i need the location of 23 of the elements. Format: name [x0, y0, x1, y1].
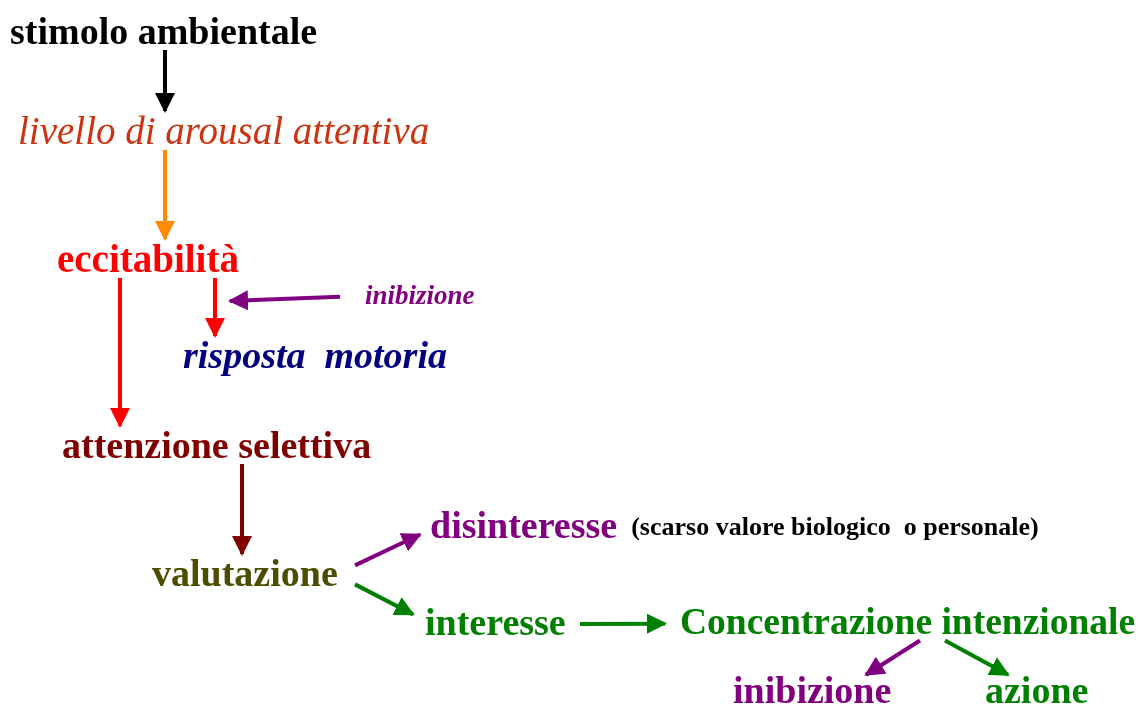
arrow: [205, 278, 225, 338]
arrow: [228, 290, 341, 311]
node-label: livello di arousal attentiva: [18, 111, 430, 150]
node-label: inibizione: [733, 671, 892, 709]
arrow: [580, 613, 667, 634]
arrow: [944, 638, 1010, 677]
node-label: interesse: [425, 603, 566, 641]
node-label: risposta motoria: [183, 336, 447, 374]
arrow: [354, 582, 415, 617]
node-label: eccitabilità: [57, 239, 239, 278]
arrow: [232, 464, 252, 556]
node-label: valutazione: [152, 554, 338, 592]
arrow: [155, 50, 175, 113]
node-label: Concentrazione intenzionale: [680, 603, 1136, 641]
node-label: stimolo ambientale: [10, 12, 318, 50]
note-text: (scarso valore biologico o personale): [631, 514, 1039, 540]
arrow: [110, 278, 130, 428]
arrow: [354, 532, 422, 568]
arrow: [155, 150, 175, 241]
arrow: [864, 638, 922, 677]
node-label: azione: [985, 671, 1089, 709]
node-label: inibizione: [365, 282, 475, 309]
node-label: attenzione selettiva: [62, 426, 372, 464]
